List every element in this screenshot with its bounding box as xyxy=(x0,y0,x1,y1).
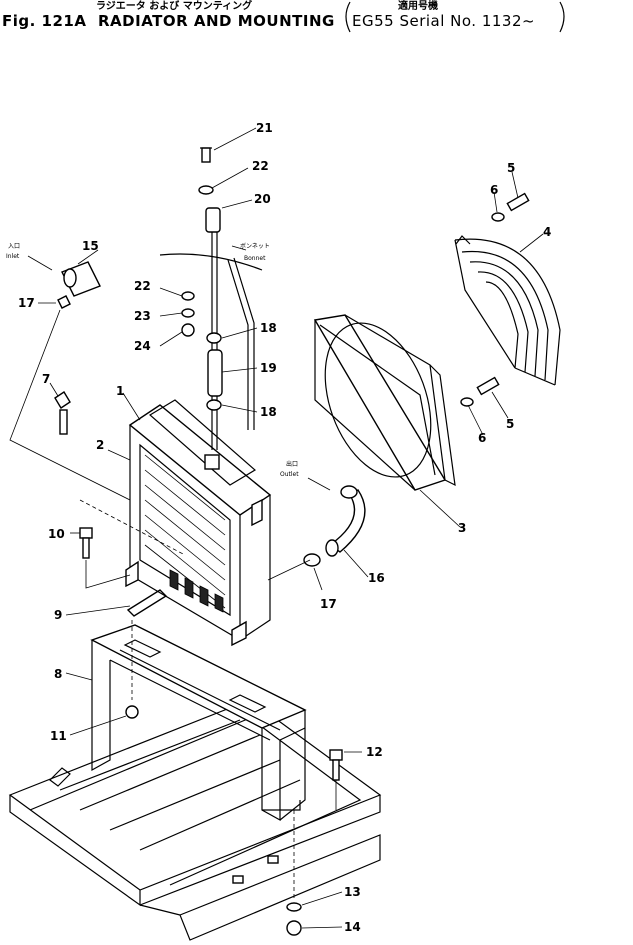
radiator xyxy=(79,399,272,647)
bolt-5-upper xyxy=(506,192,530,212)
callout-19: 19 xyxy=(260,361,277,375)
callout-22-lower: 22 xyxy=(134,279,151,293)
bonnet-note: Bonnet xyxy=(244,255,266,262)
applicability-japanese: 適用号機 xyxy=(398,1,438,12)
fan-guard xyxy=(454,235,561,386)
callout-13: 13 xyxy=(344,885,361,899)
bracket-right xyxy=(559,1,565,33)
bolt-10 xyxy=(79,527,93,559)
callout-22-upper: 22 xyxy=(252,159,269,173)
callout-15: 15 xyxy=(82,239,99,253)
outlet-note-jp: 出口 xyxy=(286,460,298,468)
outlet-note: Outlet xyxy=(280,471,299,478)
callout-12: 12 xyxy=(366,745,383,759)
base-frame xyxy=(8,699,382,941)
washer-13 xyxy=(286,902,302,912)
callout-17-lower: 17 xyxy=(320,597,337,611)
callout-17-upper: 17 xyxy=(18,296,35,310)
fan-shroud xyxy=(313,314,456,491)
inlet-note-jp: 入口 xyxy=(8,243,20,250)
bolt-5-lower xyxy=(476,376,500,396)
leader-lines xyxy=(9,127,544,929)
callout-10: 10 xyxy=(48,527,65,541)
callout-4: 4 xyxy=(543,225,551,239)
callout-2: 2 xyxy=(96,438,104,452)
callout-14: 14 xyxy=(344,920,361,934)
callout-1: 1 xyxy=(116,384,124,398)
nut-11 xyxy=(125,705,139,719)
drain-cock xyxy=(54,391,71,435)
callout-6-upper: 6 xyxy=(490,183,498,197)
callout-8: 8 xyxy=(54,667,62,681)
lower-hose xyxy=(303,485,366,567)
bonnet-note-jp: ボンネット xyxy=(240,242,270,250)
callout-3: 3 xyxy=(458,521,466,535)
callout-18-lower: 18 xyxy=(260,405,277,419)
callout-18-upper: 18 xyxy=(260,321,277,335)
callout-5-upper: 5 xyxy=(507,161,515,175)
bracket-left xyxy=(345,1,351,33)
callout-21: 21 xyxy=(256,121,273,135)
upper-hose xyxy=(57,261,101,309)
callout-6-lower: 6 xyxy=(478,431,486,445)
bolt-12 xyxy=(329,749,343,781)
callout-16: 16 xyxy=(368,571,385,585)
inlet-note: Inlet xyxy=(6,253,20,260)
washer-6-upper xyxy=(491,212,505,222)
callout-23: 23 xyxy=(134,309,151,323)
callout-11: 11 xyxy=(50,729,67,743)
callout-7: 7 xyxy=(42,372,50,386)
callout-24: 24 xyxy=(134,339,151,353)
callout-20: 20 xyxy=(254,192,271,206)
diagram-title: RADIATOR AND MOUNTING xyxy=(98,12,335,30)
mounting-bracket xyxy=(90,624,307,822)
nut-14 xyxy=(286,920,302,936)
serial-applicability: EG55 Serial No. 1132~ xyxy=(352,12,536,30)
title-japanese: ラジエータ および マウンティング xyxy=(96,1,253,12)
washer-6-lower xyxy=(460,397,474,407)
callout-9: 9 xyxy=(54,608,62,622)
callout-5-lower: 5 xyxy=(506,417,514,431)
figure-label: Fig. 121A xyxy=(2,12,87,30)
strap xyxy=(126,589,168,617)
vent-pipe-assembly xyxy=(159,147,263,450)
